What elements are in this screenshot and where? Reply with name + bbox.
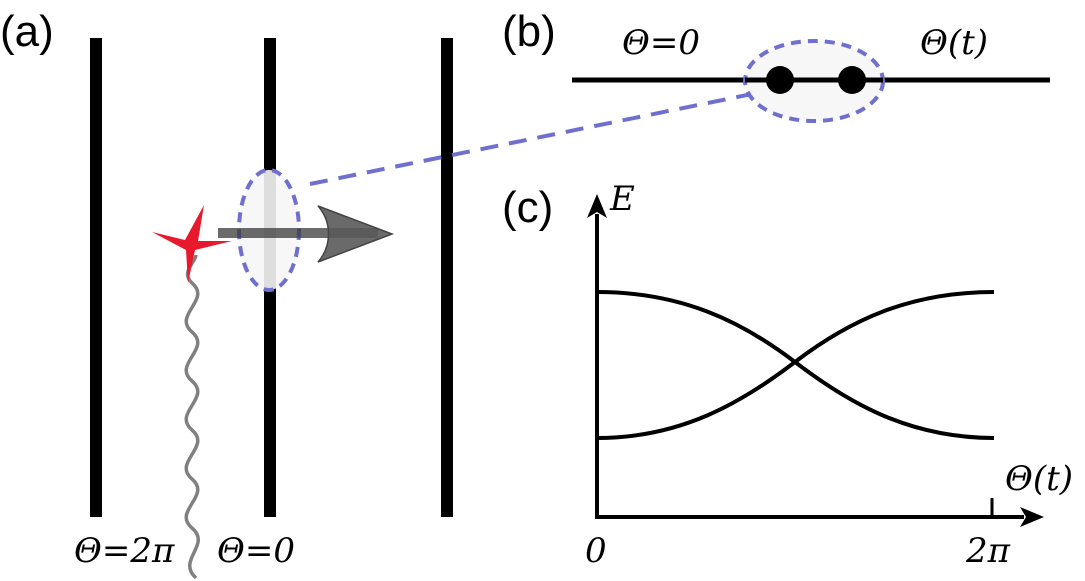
phase-label-right: Θ(t) [920,23,988,63]
x-axis-arrow-icon [1020,507,1044,527]
panel-b-label: (b) [502,7,556,56]
panel-c-label: (c) [502,183,553,232]
x-tick-label-start: 0 [585,531,607,571]
arrow-shaft [218,228,378,238]
connector-line [309,92,753,186]
energy-curve-decreasing [596,290,995,440]
energy-curve-increasing [596,290,995,440]
photon-wave [184,254,200,580]
panel-a-label: (a) [0,7,54,56]
arrow-head-icon [317,205,395,263]
junction-dot-right [838,66,866,94]
spark-icon [152,205,232,283]
domain-wall-right [441,38,453,517]
x-axis-label: Θ(t) [1005,459,1073,499]
y-axis-arrow-icon [587,194,607,218]
phase-label-left: Θ=0 [622,23,700,63]
x-tick-label-end: 2π [965,531,1011,571]
junction-dot-left [766,66,794,94]
left-wall-label: Θ=2π [74,531,175,571]
y-axis-label: E [609,179,635,219]
domain-wall-left [90,38,102,517]
middle-wall-label: Θ=0 [217,531,295,571]
